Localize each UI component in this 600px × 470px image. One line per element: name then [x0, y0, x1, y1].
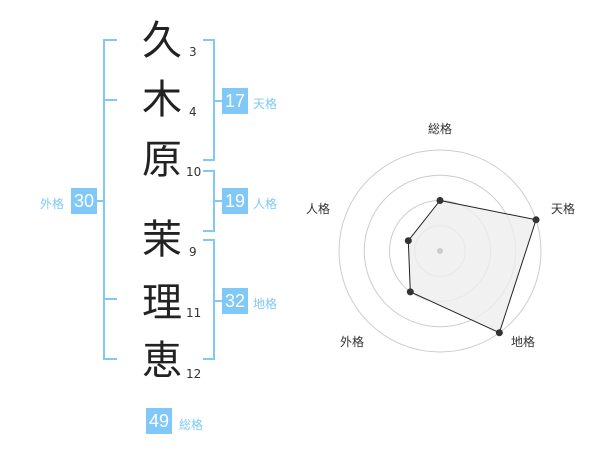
radar-point-3 [406, 288, 414, 296]
radar-label-soukaku: 総格 [428, 121, 452, 136]
gaikaku-label: 外格 [40, 197, 65, 211]
char-4: 茉 [142, 217, 182, 263]
char-3: 原 [142, 137, 182, 183]
radar-label-tenkaku: 天格 [551, 201, 575, 216]
tenkaku-value: 17 [222, 88, 248, 114]
radar-label-jinkaku: 人格 [306, 201, 330, 216]
radar-center [437, 248, 443, 254]
soukaku-value: 49 [146, 408, 172, 434]
radar-label-chikaku: 地格 [511, 334, 535, 349]
stroke-count-6: 12 [186, 367, 202, 381]
char-2: 木 [142, 77, 182, 123]
stroke-count-4: 9 [189, 245, 197, 259]
radar-grid-ring-4 [338, 149, 542, 353]
jinkaku-label: 人格 [253, 197, 278, 211]
char-1: 久 [142, 18, 182, 64]
radar-point-1 [532, 216, 540, 224]
stroke-count-3: 10 [186, 165, 202, 179]
gaikaku-value: 30 [71, 188, 97, 214]
stroke-count-2: 4 [189, 105, 197, 119]
chikaku-value: 32 [222, 288, 248, 314]
chikaku-label: 地格 [253, 297, 278, 311]
tenkaku-label: 天格 [253, 97, 278, 111]
radar-point-0 [436, 197, 444, 204]
radar-point-2 [495, 329, 503, 337]
stroke-count-5: 11 [186, 306, 202, 320]
radar-point-4 [404, 237, 412, 245]
radar-label-gaikaku: 外格 [340, 334, 364, 349]
char-6: 恵 [142, 338, 182, 384]
stroke-count-1: 3 [189, 45, 197, 59]
char-5: 理 [142, 280, 182, 326]
jinkaku-value: 19 [222, 188, 248, 214]
soukaku-label: 総格 [179, 418, 204, 432]
radar-shape [407, 199, 537, 334]
